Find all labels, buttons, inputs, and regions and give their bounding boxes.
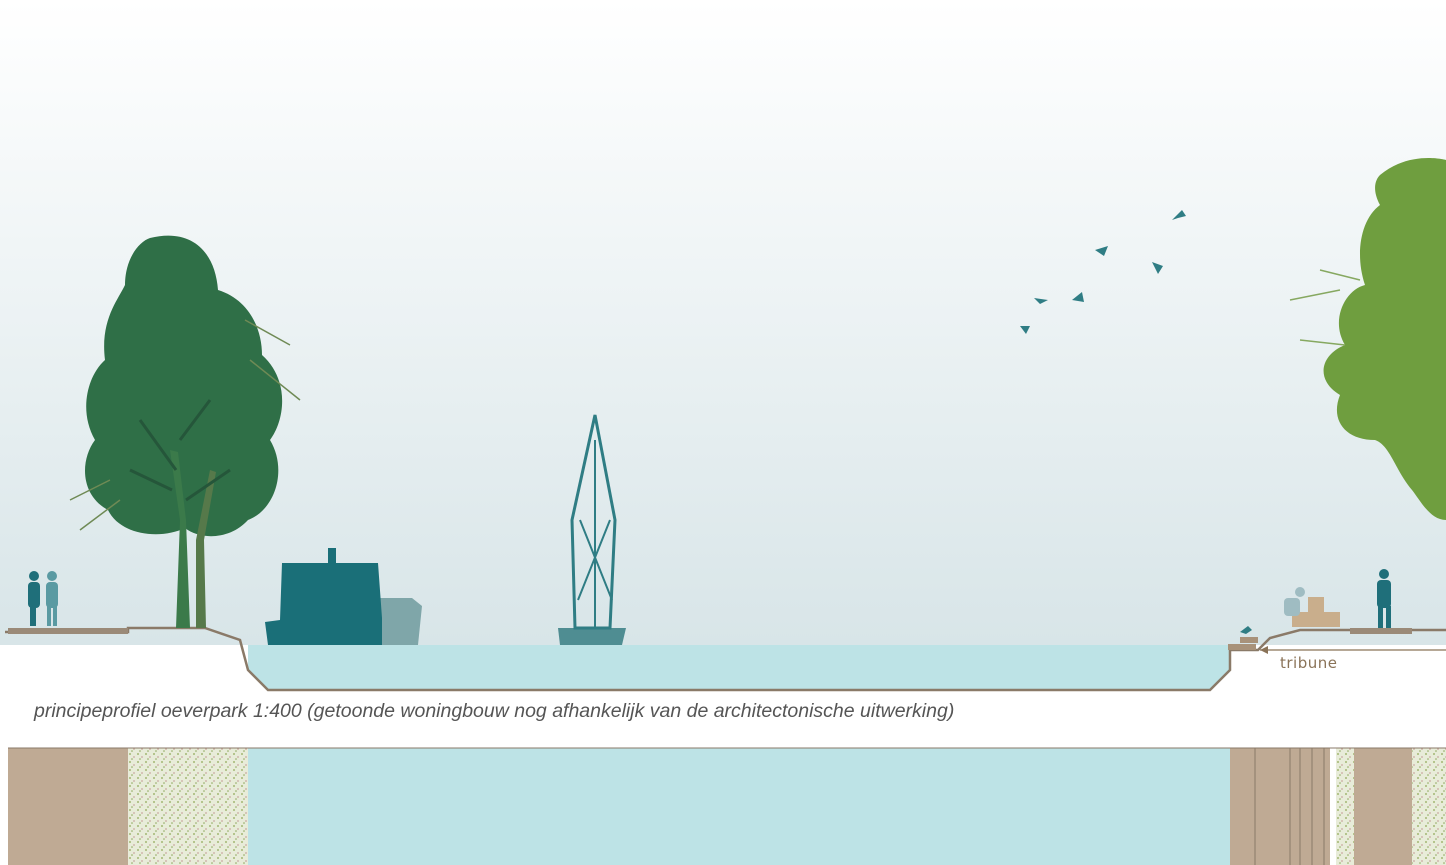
walking-person-icon (1377, 569, 1391, 628)
plan-green (1336, 748, 1354, 865)
bird-icon (1020, 326, 1030, 334)
tribune-step (1240, 637, 1258, 643)
bird-icon (1095, 246, 1108, 256)
tree-icon (1289, 158, 1446, 520)
tribune-arrow (1260, 646, 1446, 654)
bird-icon (1152, 262, 1163, 274)
sailboat-icon (558, 414, 626, 645)
bird-icon (1072, 292, 1084, 302)
houseboat-icon (265, 548, 422, 645)
left-path (8, 628, 128, 634)
section-caption: principeprofiel oeverpark 1:400 (getoond… (34, 700, 955, 722)
plan-path (8, 748, 128, 865)
ground-profile (5, 626, 1446, 692)
plan-green (128, 748, 248, 865)
cyclist-icon (28, 571, 40, 626)
plan-green (1412, 748, 1446, 865)
bird-icon (1034, 298, 1048, 304)
tree-icon (69, 235, 301, 628)
water (248, 645, 1230, 690)
plan-path (1230, 748, 1330, 865)
plan-path (1354, 748, 1412, 865)
tribune-label: tribune (1280, 654, 1338, 672)
seated-person-icon (1284, 587, 1305, 616)
bird-icon (1240, 626, 1252, 634)
plan-water (248, 748, 1230, 865)
plan-view (8, 747, 1446, 865)
walking-person-icon (46, 571, 58, 626)
bird-flock (1020, 210, 1186, 334)
right-path (1350, 628, 1412, 634)
bird-icon (1172, 210, 1186, 220)
tribune-step (1228, 644, 1256, 650)
